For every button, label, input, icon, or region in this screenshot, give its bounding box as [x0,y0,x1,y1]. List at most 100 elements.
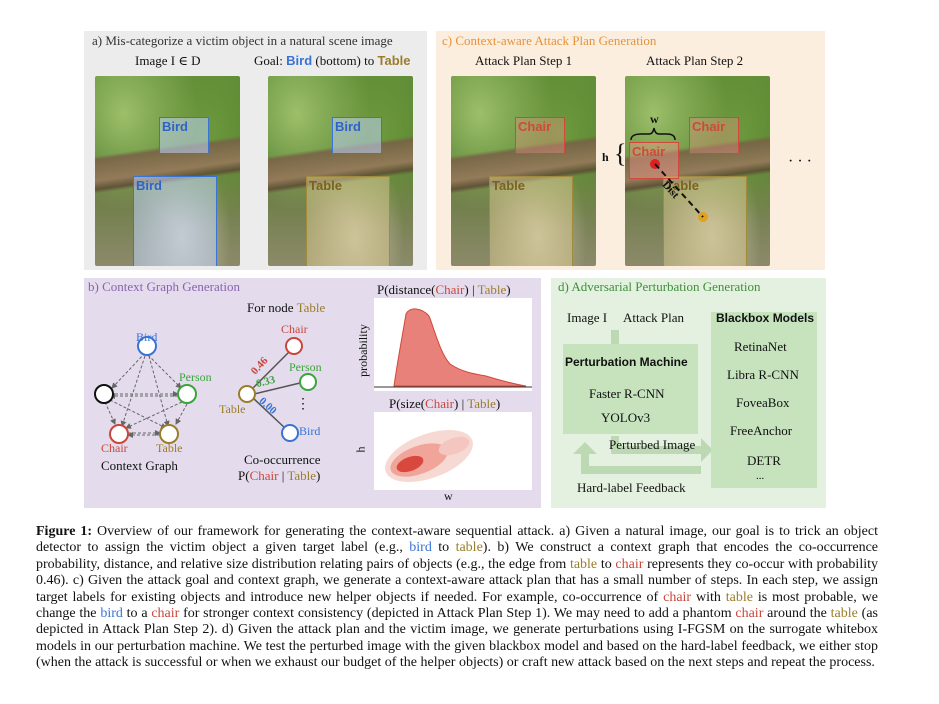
edge [175,403,188,425]
h-label: h [602,150,609,164]
node-unknown [94,384,114,404]
spt-table: Table [467,396,496,411]
caption-text: Overview of our framework for generating… [36,524,878,556]
caption-word: table [725,589,754,605]
table-box-step1: Table [489,176,573,266]
for-node-prefix: For node [247,300,297,315]
bird-box-bottom: Bird [133,176,217,266]
input-plan-label: Attack Plan [623,310,685,325]
goal-image: Bird Table [268,76,413,266]
spt3: ) [495,396,501,411]
distance-density [393,308,527,387]
figure-caption: Figure 1: Overview of our framework for … [36,524,878,672]
for-node-table: Table [296,300,326,315]
table-box-step2: Table [663,176,747,266]
edge [104,401,116,425]
edge-table-chair [250,350,291,391]
cooc-formula: P(Chair | Table) [238,468,320,484]
panel-c-title: c) Context-aware Attack Plan Generation [442,33,657,48]
caption-word: table [830,606,858,622]
caption-word: chair [663,589,692,605]
cooc-node-table [238,385,256,403]
goal-prefix: Goal: [254,53,287,68]
spt-chair: Chair [425,396,454,411]
goal-mid: (bottom) to [312,53,378,68]
cooc-f2: | [278,468,288,483]
caption-word: chair [151,606,180,622]
chair-box-step2: Chair [689,117,739,154]
blackbox-title: Blackbox Models [716,311,815,325]
dpt2: ) | [464,282,478,297]
cooc-node-chair [285,337,303,355]
cooc-node-person [299,373,317,391]
bird-box-goal: Bird [332,117,382,154]
distance-overlay [630,127,708,222]
graph-label-bird: Bird [136,330,158,344]
node-bird [137,336,157,356]
blackbox-model-2: Libra R-CNN [727,367,799,382]
feedback-arrow [573,442,701,474]
blackbox-model-4: FreeAnchor [730,423,793,438]
caption-text: to a [122,606,152,622]
edge [125,401,183,429]
edge [120,355,146,427]
machine-title: Perturbation Machine [565,355,688,369]
edge [109,399,167,429]
panel-a: a) Mis-categorize a victim object in a n… [84,31,427,270]
perturbation-machine [563,344,698,434]
graph-label-person: Person [179,370,212,384]
edge [147,354,182,389]
goal-table: Table [377,53,411,68]
cooc-f3: ) [316,468,321,483]
goal-bird: Bird [286,53,313,68]
node-table [159,424,179,444]
caption-text: around the [763,606,831,622]
caption-word: chair [735,606,764,622]
image-label: Image I ∈ D [135,53,201,68]
caption-word: chair [615,556,644,572]
node-chair [109,424,129,444]
caption-text: to [597,556,616,572]
cooc-label-bird: Bird [299,424,321,438]
size-plot-title: P(size(Chair) | Table) [389,396,500,412]
panel-b-title: b) Context Graph Generation [88,279,240,294]
cooc-f-table: Table [287,468,317,483]
size-plot-xlabel: w [444,489,453,503]
blackbox-model-3: FoveaBox [736,395,790,410]
panel-d: d) Adversarial Perturbation Generation I… [551,278,826,508]
caption-text: is most probable, we change the [36,589,879,622]
caption-word: bird [409,540,432,556]
graph-label-table: Table [156,441,183,455]
dpt-chair: Chair [435,282,465,297]
distance-line [654,163,704,218]
victim-image: Bird Bird [95,76,240,266]
dpt3: ) [506,282,511,297]
step1-label: Attack Plan Step 1 [475,53,573,68]
caption-text: represents they co-occur with probabilit… [36,556,878,605]
size-density-blob [438,436,470,456]
bird-box-top: Bird [159,117,209,154]
w-label: w [650,112,659,126]
table-box-goal: Table [306,176,390,266]
caption-word: bird [100,606,123,622]
machine-model-1: Faster R-CNN [589,386,665,401]
step1-image: Chair Table [451,76,596,266]
edge-table-person [253,382,301,395]
caption-text: for stronger context consistency (depict… [179,606,736,622]
edge-table-bird [252,397,287,430]
cooc-label-table: Table [219,402,246,416]
caption-text: with [691,589,726,605]
cooc-f1: P( [238,468,250,483]
step2-image: Chair Table Chair w Dist [625,76,770,266]
caption-text: ). b) We construct a context graph that … [36,540,879,572]
blackbox-model-more: ... [756,470,765,482]
caption-word: table [569,556,598,572]
dpt1: P(distance( [377,282,436,297]
caption-word: table [455,540,483,556]
caption-text: to [431,540,456,556]
h-brace: { [614,139,627,168]
step2-label: Attack Plan Step 2 [646,53,744,68]
edge [111,352,146,389]
size-plot-ylabel: h [353,446,368,453]
caption-label: Figure 1: [36,524,93,539]
